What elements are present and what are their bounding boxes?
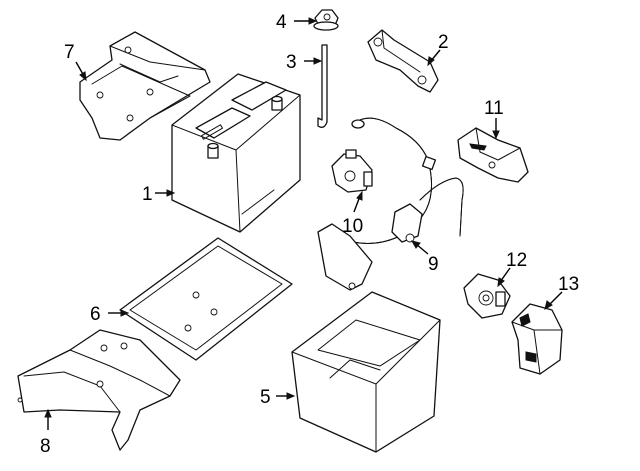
callout-1: 1 [142, 184, 153, 205]
part-6-tray-plate [119, 237, 293, 361]
callout-6: 6 [90, 304, 101, 325]
part-8-lower-bracket [17, 329, 181, 451]
callout-3: 3 [286, 52, 297, 73]
part-1-battery [171, 73, 301, 233]
part-7-tray-bracket [79, 31, 211, 141]
callout-9: 9 [428, 254, 439, 275]
callout-2: 2 [438, 32, 449, 53]
callout-13: 13 [558, 274, 579, 295]
callout-5: 5 [260, 387, 271, 408]
part-9-cable-harness [317, 117, 464, 291]
callout-10: 10 [342, 216, 363, 237]
part-3-rod [317, 44, 328, 128]
callout-labels: 4 3 2 7 11 1 10 9 12 13 6 5 8 [40, 12, 579, 457]
part-10-terminal [331, 149, 373, 193]
callout-4: 4 [276, 12, 287, 33]
callout-8: 8 [40, 436, 51, 457]
callout-11: 11 [484, 98, 504, 119]
part-11-terminal-cover [457, 127, 529, 183]
part-5-battery-box [291, 291, 441, 453]
part-4-nut [313, 9, 339, 31]
callout-7: 7 [64, 42, 75, 63]
leader-lines [44, 17, 563, 430]
callout-12: 12 [506, 250, 527, 271]
part-2-clamp [367, 29, 439, 93]
part-13-fuse-block [511, 303, 563, 375]
